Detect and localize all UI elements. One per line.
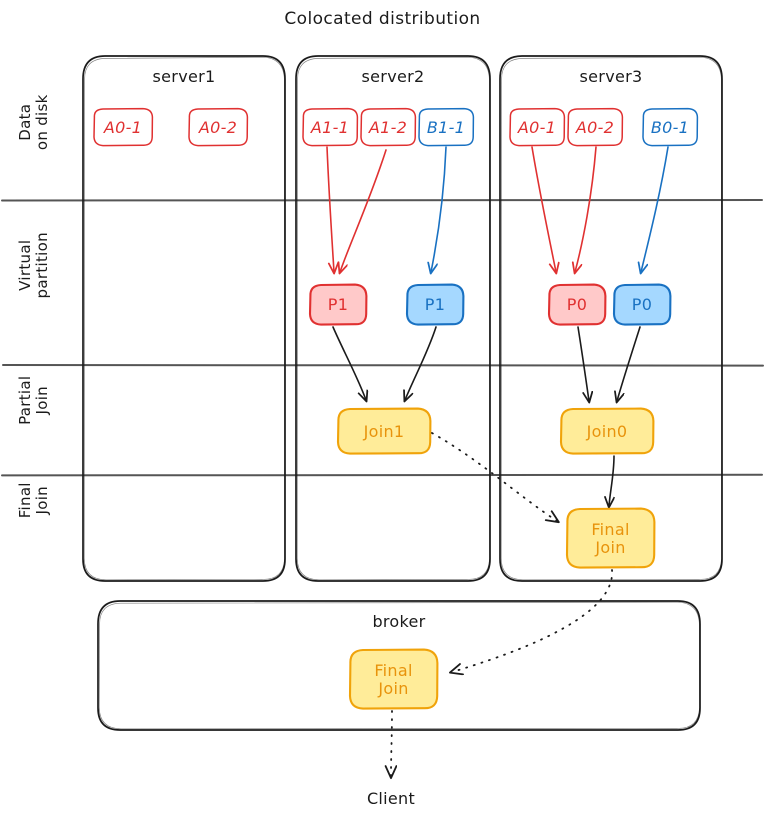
arrow-server3-final-join-to-broker	[452, 569, 613, 672]
partial-join-label-server2: Join1	[363, 421, 405, 441]
disk-box-server3-a0-1[interactable]	[509, 107, 566, 147]
partition-label-server3-p0-blue: P0	[631, 295, 653, 315]
disk-label-server2-b1-1: B1-1	[426, 117, 466, 137]
row-label-virtual-partition: Virtual partition	[15, 232, 51, 299]
band-dividers	[1, 199, 764, 477]
partial-join-box-server3-join0[interactable]	[559, 407, 655, 455]
final-join-box-broker[interactable]	[348, 648, 439, 710]
disk-label-server2-a1-1: A1-1	[310, 117, 350, 137]
arrow-join1-to-server3-final-join	[431, 432, 557, 521]
disk-label-server3-a0-2: A0-2	[575, 117, 615, 137]
partition-box-server2-p1-red[interactable]	[308, 283, 368, 326]
disk-box-server1-a0-1[interactable]	[93, 107, 154, 147]
server-container-server2	[295, 55, 491, 582]
partial-join-label-server3: Join0	[586, 421, 628, 441]
disk-label-server3-a0-1: A0-1	[517, 117, 557, 137]
server-title-server1: server1	[152, 67, 216, 86]
arrow-broker-to-client	[391, 710, 392, 776]
disk-box-server1-a0-2[interactable]	[188, 107, 249, 147]
server-title-server2: server2	[361, 67, 425, 86]
page-title: Colocated distribution	[284, 9, 481, 29]
disk-box-server3-a0-2[interactable]	[567, 107, 624, 147]
disk-box-server2-a1-2[interactable]	[360, 107, 417, 147]
partition-label-server3-p0-red: P0	[566, 295, 588, 315]
server-container-server3	[499, 55, 723, 582]
broker-container	[97, 600, 701, 731]
partition-box-server3-p0-red[interactable]	[547, 283, 607, 326]
disk-label-server2-a1-2: A1-2	[368, 117, 408, 137]
partial-join-box-server2-join1[interactable]	[336, 407, 432, 455]
row-label-final-join: Final Join	[15, 482, 51, 519]
disk-label-server3-b0-1: B0-1	[650, 117, 690, 137]
disk-box-server2-b1-1[interactable]	[418, 107, 475, 147]
client-label: Client	[366, 789, 416, 808]
arrow-join0-to-final-join	[609, 455, 615, 506]
row-label-data-on-disk: Data on disk	[15, 94, 51, 151]
disk-label-server1-a0-1: A0-1	[103, 117, 143, 137]
arrows-server2-disk-to-partition	[326, 146, 447, 272]
partition-box-server3-p0-blue[interactable]	[612, 283, 672, 326]
arrows-server3-disk-to-partition	[531, 146, 669, 272]
partition-box-server2-p1-blue[interactable]	[405, 283, 465, 326]
disk-label-server1-a0-2: A0-2	[198, 117, 238, 137]
final-join-label-broker: Final Join	[374, 660, 413, 698]
arrows-server3-partition-to-join	[577, 326, 641, 401]
broker-title: broker	[372, 612, 426, 631]
row-label-partial-join: Partial Join	[15, 375, 51, 425]
final-join-box-server3[interactable]	[565, 507, 656, 569]
arrows-server2-partition-to-join	[332, 326, 437, 400]
server-title-server3: server3	[579, 67, 643, 86]
partition-label-server2-p1-red: P1	[327, 295, 349, 315]
disk-box-server2-a1-1[interactable]	[302, 107, 359, 147]
disk-box-server3-b0-1[interactable]	[642, 107, 699, 147]
final-join-label-server3: Final Join	[591, 519, 630, 557]
partition-label-server2-p1-blue: P1	[424, 295, 446, 315]
server-container-server1	[82, 55, 286, 582]
